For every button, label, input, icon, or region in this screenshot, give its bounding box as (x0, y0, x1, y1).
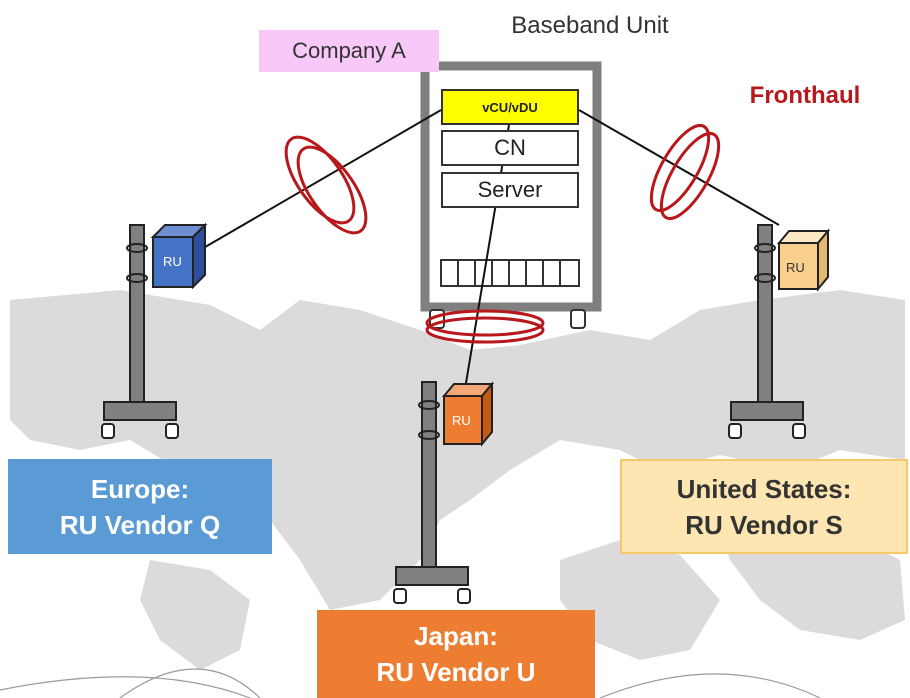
cn-slot: CN (441, 130, 579, 166)
europe-ru-label: RU (163, 254, 182, 269)
us-ru-label: RU (786, 260, 805, 275)
vcu-vdu-slot: vCU/vDU (441, 89, 579, 125)
baseband-unit-label: Baseband Unit (511, 12, 669, 39)
europe-radio-pole (101, 222, 208, 439)
fronthaul-links (199, 109, 780, 396)
server-slot: Server (441, 172, 579, 208)
japan-ru-label: RU (452, 413, 471, 428)
europe-region-box: Europe: RU Vendor Q (8, 459, 272, 554)
japan-radio-pole (393, 381, 495, 604)
fronthaul-rings (284, 123, 721, 344)
europe-region-title: Europe: (90, 473, 190, 504)
company-label: Company A (259, 30, 439, 72)
japan-region-title: Japan: (414, 621, 498, 651)
us-radio-pole (728, 224, 831, 439)
us-region-box: United States: RU Vendor S (620, 459, 908, 554)
fronthaul-label: Fronthaul (749, 82, 861, 109)
europe-region-vendor: RU Vendor Q (59, 509, 221, 540)
japan-region-box: Japan: RU Vendor U (317, 610, 595, 698)
us-region-vendor: RU Vendor S (685, 509, 843, 540)
us-region-title: United States: (676, 473, 852, 504)
japan-region-vendor: RU Vendor U (376, 657, 536, 687)
